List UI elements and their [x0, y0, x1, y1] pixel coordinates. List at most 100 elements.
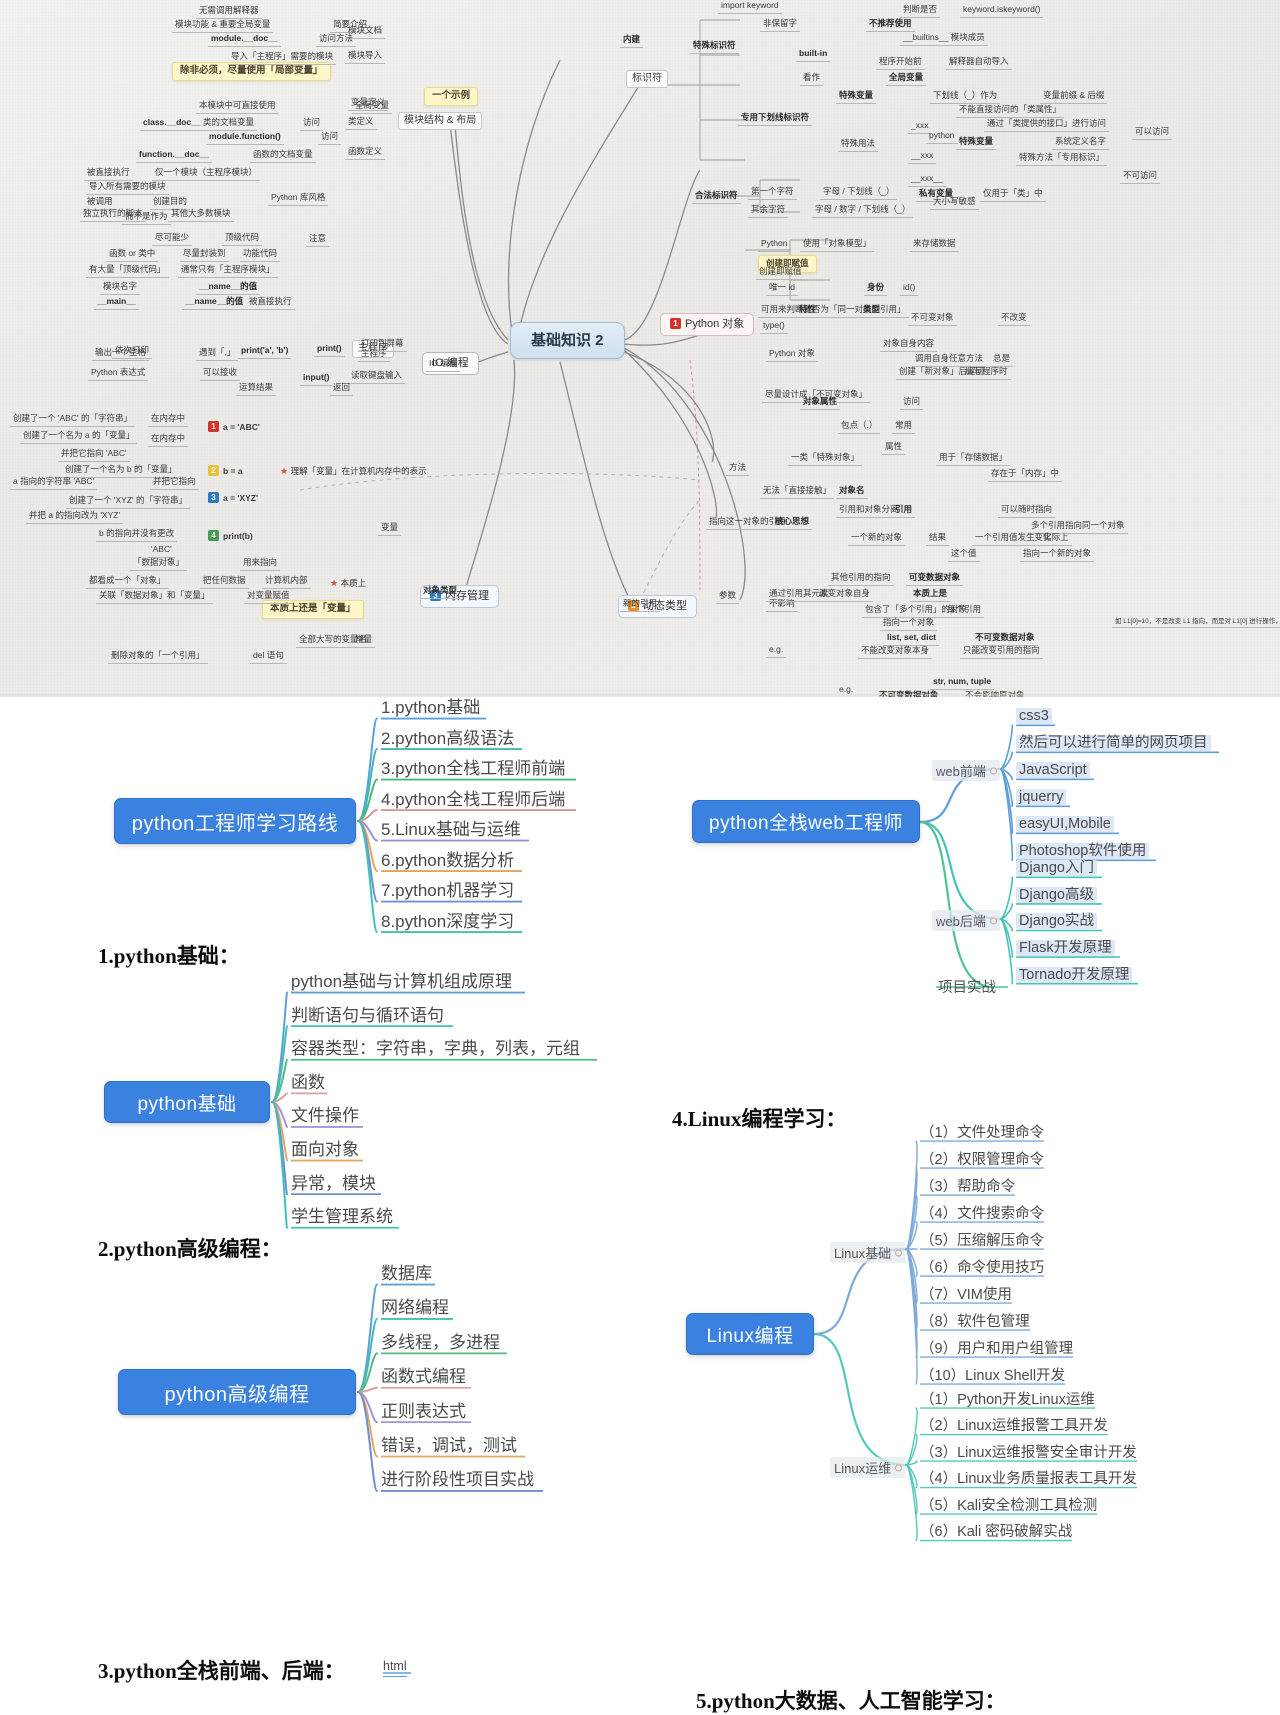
mindmap-leaf[interactable]: 正则表达式 [381, 1401, 466, 1421]
advanced-root-node[interactable]: python高级编程 [118, 1369, 356, 1415]
top-node: 常用 [892, 420, 916, 434]
leaf-text: Photoshop软件使用 [1016, 843, 1150, 860]
mindmap-leaf[interactable]: （8）软件包管理 [920, 1313, 1030, 1330]
mindmap-leaf[interactable]: python基础与计算机组成原理 [291, 972, 513, 992]
mindmap-leaf[interactable]: （2）Linux运维报警工具开发 [920, 1418, 1108, 1435]
mindmap-leaf[interactable]: （5）Kali安全检测工具检测 [920, 1497, 1098, 1514]
top-node: 用来指向 [240, 557, 281, 571]
branch-main-program: 主程序 [352, 340, 394, 358]
top-node: 创建了一个名为 b 的「变量」 [62, 464, 180, 478]
top-node: 新的引用 [620, 598, 661, 612]
mindmap-leaf[interactable]: （3）Linux运维报警安全审计开发 [920, 1444, 1137, 1461]
mindmap-leaf[interactable]: Django入门 [1016, 860, 1097, 880]
web-backend-group[interactable]: web后端 [932, 910, 1000, 931]
mindmap-leaf[interactable]: 5.Linux基础与运维 [381, 820, 521, 840]
mindmap-leaf[interactable]: 1.python基础 [381, 698, 481, 718]
top-node: 结果 [926, 532, 950, 546]
mindmap-leaf[interactable]: css3 [1016, 708, 1052, 728]
mindmap-leaf[interactable]: （4）文件搜索命令 [920, 1205, 1045, 1222]
mindmap-leaf[interactable]: Photoshop软件使用 [1016, 843, 1150, 863]
top-node: 对象属性 [800, 396, 841, 410]
mindmap-leaf[interactable]: 3.python全栈工程师前端 [381, 759, 566, 779]
mindmap-leaf[interactable]: （4）Linux业务质量报表工具开发 [920, 1471, 1137, 1488]
mindmap-leaf[interactable]: 4.python全栈工程师后端 [381, 789, 566, 809]
web-frontend-group[interactable]: web前端 [932, 760, 1000, 781]
mindmap-leaf[interactable]: 7.python机器学习 [381, 881, 515, 901]
mindmap-leaf[interactable]: 进行阶段性项目实战 [381, 1470, 534, 1490]
top-node: 把任何数据 [200, 575, 249, 589]
top-node: 创建即赋值 [756, 266, 805, 280]
fullstack-web-root-node[interactable]: python全栈web工程师 [692, 800, 920, 843]
collapse-dot-icon[interactable] [895, 1464, 903, 1471]
mindmap-leaf[interactable]: 容器类型：字符串，字典，列表，元组 [291, 1039, 580, 1059]
mindmap-leaf[interactable]: 网络编程 [381, 1298, 449, 1318]
collapse-dot-icon[interactable] [989, 917, 997, 924]
mindmap-leaf[interactable]: 面向对象 [291, 1140, 359, 1160]
mindmap-leaf[interactable]: easyUI,Mobile [1016, 816, 1114, 836]
mindmap-leaf[interactable]: （6）Kali 密码破解实战 [920, 1524, 1073, 1541]
leaf-text: 然后可以进行简单的网页项目 [1016, 735, 1211, 752]
mindmap-leaf[interactable]: 判断语句与循环语句 [291, 1005, 444, 1025]
top-node: 都看成一个「对象」 [86, 575, 169, 589]
top-node: 仅用于「类」中 [980, 188, 1046, 202]
mindmap-leaf[interactable]: （3）帮助命令 [920, 1178, 1016, 1195]
top-node: module.__doc__ [208, 33, 281, 47]
mindmap-leaf[interactable]: （6）命令使用技巧 [920, 1259, 1045, 1276]
mindmap-leaf[interactable]: （7）VIM使用 [920, 1286, 1012, 1303]
mindmap-leaf[interactable]: Django高级 [1016, 886, 1097, 907]
mindmap-leaf[interactable]: Django实战 [1016, 913, 1097, 933]
top-center-node: 基础知识 2 [510, 322, 625, 360]
leaf-text: css3 [1016, 708, 1052, 725]
mindmap-leaf[interactable]: Flask开发原理 [1016, 940, 1115, 960]
mindmap-leaf[interactable]: （5）压缩解压命令 [920, 1232, 1045, 1249]
basics-root-node[interactable]: python基础 [104, 1081, 270, 1123]
collapse-dot-icon[interactable] [895, 1249, 903, 1256]
mindmap-leaf[interactable]: jquerry [1016, 789, 1067, 809]
linux-basic-group[interactable]: Linux基础 [830, 1242, 906, 1263]
top-node: str, num, tuple [930, 676, 995, 690]
top-node: id() [900, 282, 919, 296]
top-node: 访问方法 [316, 33, 357, 47]
linux-ops-group[interactable]: Linux运维 [830, 1457, 906, 1478]
mindmap-leaf[interactable]: 数据库 [381, 1264, 432, 1284]
mindmap-leaf[interactable]: Tornado开发原理 [1016, 966, 1133, 987]
mindmap-leaf[interactable]: 文件操作 [291, 1106, 359, 1126]
mindmap-leaf[interactable]: 错误，调试，测试 [381, 1436, 517, 1456]
top-node: 不改变 [998, 312, 1030, 326]
mindmap-leaf[interactable]: 函数 [291, 1072, 325, 1092]
top-node: 实际上 [1040, 532, 1072, 546]
top-node: 在内存中 [148, 413, 189, 427]
roadmap-root-node[interactable]: python工程师学习路线 [114, 798, 356, 844]
top-node: 导入「主程序」需要的模块 [228, 51, 337, 65]
mindmap-leaf[interactable]: （1）Python开发Linux运维 [920, 1391, 1095, 1408]
mindmap-leaf[interactable]: 8.python深度学习 [381, 911, 515, 931]
top-node: Python 对象 [766, 348, 818, 362]
top-node: 不可变数据对象 [972, 632, 1038, 646]
mindmap-leaf[interactable]: （2）权限管理命令 [920, 1151, 1045, 1168]
top-node: 全局变量 [886, 72, 927, 86]
mindmap-leaf[interactable]: 然后可以进行简单的网页项目 [1016, 735, 1211, 755]
top-node: 功能代码 [240, 248, 281, 262]
linux-root-node[interactable]: Linux编程 [686, 1313, 814, 1355]
mindmap-leaf[interactable]: 函数式编程 [381, 1367, 466, 1387]
top-node: 可以随时指向 [998, 504, 1056, 518]
top-node: print() [314, 343, 345, 357]
html-leaf: html [383, 1659, 407, 1678]
mindmap-leaf[interactable]: （10）Linux Shell开发 [920, 1367, 1066, 1384]
mindmap-leaf[interactable]: （9）用户和用户组管理 [920, 1340, 1074, 1357]
mindmap-leaf[interactable]: 学生管理系统 [291, 1207, 393, 1227]
top-node: keyword.iskeyword() [960, 4, 1044, 18]
region-seam [0, 694, 1280, 697]
mindmap-leaf[interactable]: 异常，模块 [291, 1173, 376, 1193]
top-node: ★ 理解「变量」在计算机内存中的表示 [280, 466, 427, 476]
collapse-dot-icon[interactable] [989, 767, 997, 774]
mindmap-leaf[interactable]: （1）文件处理命令 [920, 1124, 1045, 1141]
mindmap-leaf[interactable]: 2.python高级语法 [381, 728, 515, 748]
mindmap-leaf[interactable]: JavaScript [1016, 762, 1090, 782]
mindmap-leaf[interactable]: 6.python数据分析 [381, 850, 515, 870]
top-node: 指向这一对象的引用 [706, 516, 789, 530]
top-node: 引用和对象分离 [836, 504, 902, 518]
top-node: 指向一个对象 [880, 617, 938, 631]
mindmap-leaf[interactable]: 多线程，多进程 [381, 1332, 500, 1352]
